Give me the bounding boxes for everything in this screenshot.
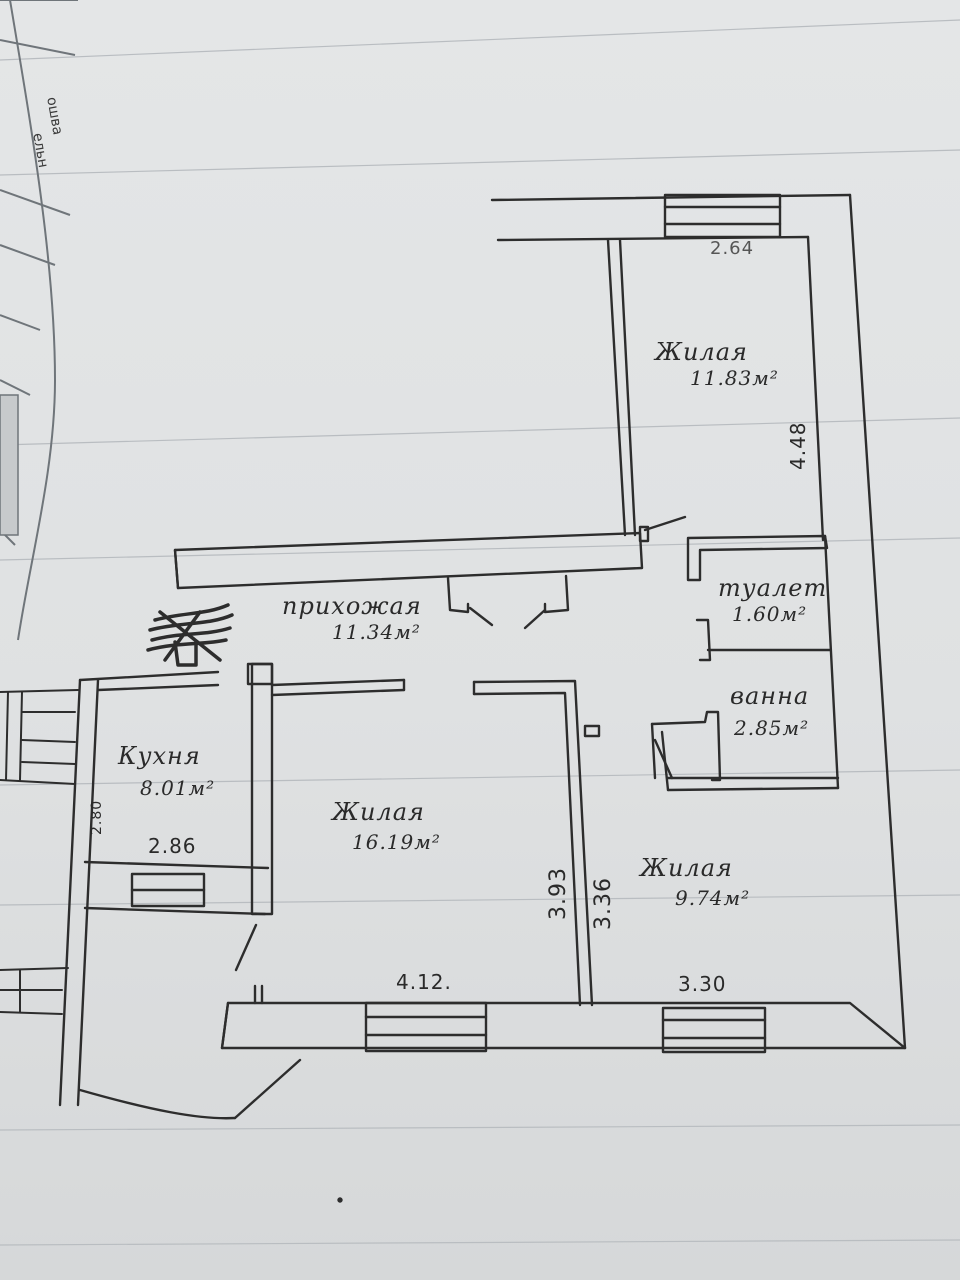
window-bottom-left [364, 1001, 488, 1053]
room-area-hallway: 11.34м² [332, 620, 421, 644]
room-label-bath: ванна [730, 682, 810, 710]
wall-top-right-wing [490, 193, 907, 1050]
wall-toilet [686, 534, 840, 790]
dim-top-width: 2.64 [710, 238, 755, 259]
wall-bath [650, 710, 840, 792]
dim-kitchen-height: 2.80 [89, 799, 105, 835]
dim-center-depth: 3.93 [546, 867, 571, 920]
dim-center-width: 4.12. [396, 970, 452, 994]
dim-top-depth: 4.48 [786, 421, 810, 470]
room-label-living-top: Жилая [655, 338, 748, 366]
wall-hallway-top [173, 515, 687, 590]
room-label-living-right: Жилая [640, 854, 733, 882]
room-area-living-top: 11.83м² [690, 366, 779, 390]
room-area-toilet: 1.60м² [732, 602, 808, 626]
room-label-hallway: прихожая [282, 592, 422, 620]
room-label-toilet: туалет [718, 574, 828, 602]
wall-kitchen [58, 662, 274, 1107]
left-stair [0, 689, 79, 1015]
room-area-bath: 2.85м² [734, 716, 810, 740]
dim-kitchen-width: 2.86 [148, 834, 197, 858]
hallway-doors [446, 574, 570, 630]
wall-central-living [270, 678, 601, 1007]
window-bottom-right [661, 1006, 767, 1054]
kitchen-door [234, 923, 258, 972]
scribble-mark [146, 603, 234, 667]
room-area-living-right: 9.74м² [675, 886, 751, 910]
dim-right-depth: 3.36 [591, 877, 616, 930]
room-area-kitchen: 8.01м² [140, 776, 216, 800]
room-label-kitchen: Кухня [118, 742, 201, 770]
window-top [663, 193, 782, 239]
room-label-living-center: Жилая [332, 798, 425, 826]
room-area-living-center: 16.19м² [352, 830, 441, 854]
dim-right-width: 3.30 [678, 972, 727, 996]
wall-bottom [78, 984, 907, 1120]
